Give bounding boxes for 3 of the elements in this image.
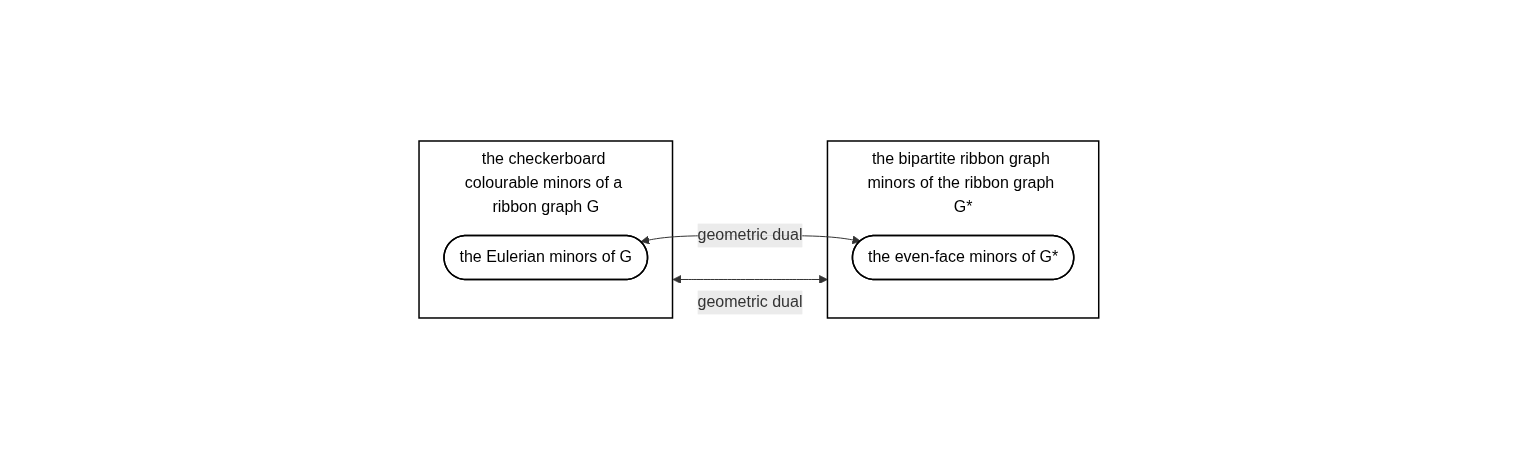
edge-label: geometric dual	[697, 292, 803, 310]
arrow	[672, 274, 828, 284]
edge-label: geometric dual	[697, 225, 803, 243]
